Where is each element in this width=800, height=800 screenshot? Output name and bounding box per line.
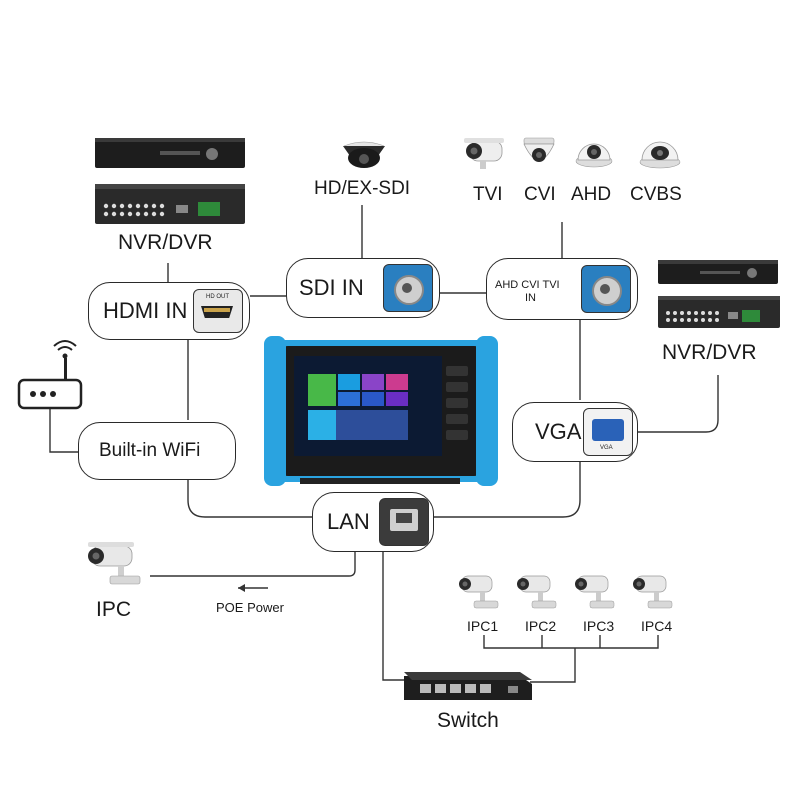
ahd-cvi-tvi-label-line1: AHD CVI TVI	[495, 279, 560, 291]
vga-port-tag: VGA	[600, 445, 613, 451]
sdi-camera-icon	[343, 141, 385, 168]
hdmi-port-icon: HD OUT	[193, 289, 243, 333]
poe-power-label: POE Power	[216, 600, 284, 615]
ipc-label: IPC	[96, 598, 132, 621]
cvbs-label: CVBS	[630, 184, 682, 205]
hdmi-in-box: HDMI IN HD OUT	[88, 282, 250, 340]
sdi-in-label: SDI IN	[299, 275, 364, 300]
lan-label: LAN	[327, 509, 370, 534]
wifi-box: Built-in WiFi	[78, 422, 236, 480]
hdsdi-label: HD/EX-SDI	[314, 178, 411, 199]
nvr-right-device	[658, 260, 780, 328]
cvi-camera-icon	[523, 137, 555, 162]
hdmi-in-label: HDMI IN	[103, 298, 188, 323]
ahd-cvi-tvi-label-line2: IN	[525, 292, 536, 304]
ipc2-label: IPC2	[525, 618, 557, 634]
switch-label: Switch	[437, 709, 499, 732]
rj45-port-icon	[379, 498, 429, 546]
sdi-in-box: SDI IN	[286, 258, 440, 318]
ahd-label: AHD	[571, 184, 612, 205]
lan-box: LAN	[312, 492, 434, 552]
vga-box: VGA VGA	[512, 402, 638, 462]
vga-port-icon: VGA	[583, 408, 633, 456]
cvi-label: CVI	[524, 184, 556, 205]
ahd-cvi-tvi-in-box: AHD CVI TVI IN	[486, 258, 638, 320]
nvr-dvr-right-label: NVR/DVR	[662, 341, 757, 364]
hdmi-port-tag: HD OUT	[206, 294, 229, 300]
nvr-left-device	[95, 138, 245, 224]
wifi-router-icon	[17, 340, 83, 410]
ipc-group-cameras	[459, 575, 673, 609]
tvi-camera-icon	[464, 138, 504, 169]
sdi-bnc-port-icon	[383, 264, 433, 312]
ipc-camera-icon	[88, 542, 141, 585]
tvi-label: TVI	[473, 184, 503, 205]
bnc-port-icon	[581, 265, 631, 313]
ipc3-label: IPC3	[583, 618, 615, 634]
ipc1-label: IPC1	[467, 618, 499, 634]
cvbs-camera-icon	[639, 141, 681, 169]
ipc4-label: IPC4	[641, 618, 673, 634]
ahd-camera-icon	[575, 143, 613, 168]
vga-label: VGA	[535, 419, 582, 444]
network-switch-icon	[404, 672, 532, 700]
tester-device-image	[264, 336, 498, 486]
wifi-label: Built-in WiFi	[99, 440, 201, 461]
nvr-dvr-left-label: NVR/DVR	[118, 231, 213, 254]
